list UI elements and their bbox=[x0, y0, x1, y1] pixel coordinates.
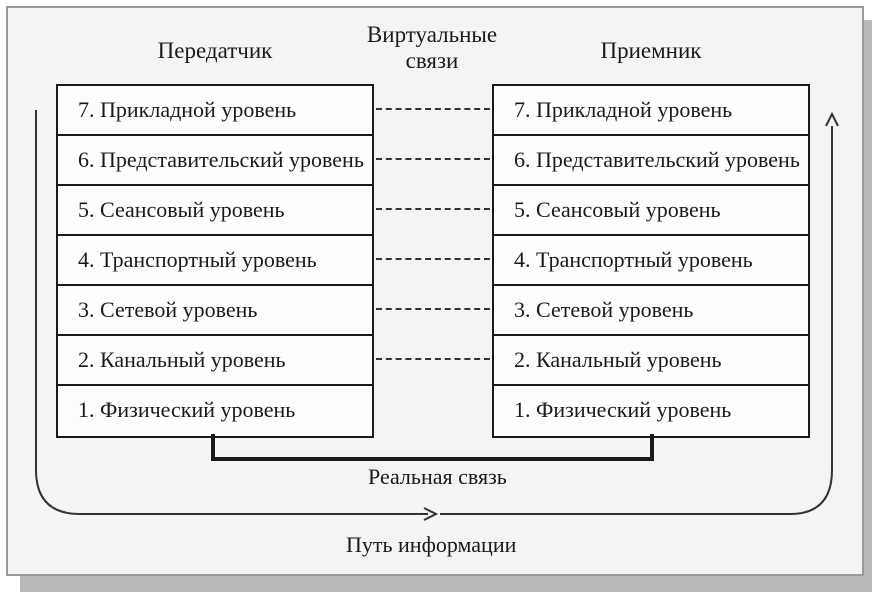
sender-layer-1: 1. Физический уровень bbox=[78, 397, 296, 422]
sender-layer-7: 7. Прикладной уровень bbox=[58, 86, 372, 136]
receiver-title: Приемник bbox=[600, 38, 702, 63]
virtual-links-title: Виртуальные связи bbox=[352, 22, 512, 74]
virtual-link-4 bbox=[376, 258, 490, 260]
receiver-layer-6: 6. Представительский уровень bbox=[494, 136, 808, 186]
info-path-label: Путь информации bbox=[346, 532, 517, 557]
info-path-line bbox=[35, 110, 833, 515]
virtual-link-6 bbox=[376, 158, 490, 160]
virtual-link-5 bbox=[376, 208, 490, 210]
sender-layer-5: 5. Сеансовый уровень bbox=[58, 186, 372, 236]
receiver-layer-3: 3. Сетевой уровень bbox=[494, 286, 808, 336]
sender-stack: 7. Прикладной уровень 6. Представительск… bbox=[56, 84, 374, 438]
sender-title: Передатчик bbox=[157, 38, 273, 63]
receiver-layer-1: 1. Физический уровень bbox=[514, 397, 732, 422]
sender-layer-4: 4. Транспортный уровень bbox=[58, 236, 372, 286]
virtual-link-2 bbox=[376, 358, 490, 360]
up-arrow-icon bbox=[825, 111, 839, 127]
receiver-layer-7: 7. Прикладной уровень bbox=[494, 86, 808, 136]
virtual-links-line1: Виртуальные bbox=[366, 22, 498, 47]
virtual-link-7 bbox=[376, 108, 490, 110]
receiver-layer-2: 2. Канальный уровень bbox=[494, 336, 808, 386]
receiver-layer-4: 4. Транспортный уровень bbox=[494, 236, 808, 286]
info-path-arrow-icon bbox=[423, 507, 439, 521]
sender-layer-6: 6. Представительский уровень bbox=[58, 136, 372, 186]
virtual-link-3 bbox=[376, 308, 490, 310]
virtual-links-line2: связи bbox=[405, 48, 459, 73]
sender-layer-3: 3. Сетевой уровень bbox=[58, 286, 372, 336]
receiver-layer-5: 5. Сеансовый уровень bbox=[494, 186, 808, 236]
real-link-line bbox=[211, 434, 654, 461]
sender-layer-2: 2. Канальный уровень bbox=[58, 336, 372, 386]
real-link-label: Реальная связь bbox=[368, 464, 507, 489]
